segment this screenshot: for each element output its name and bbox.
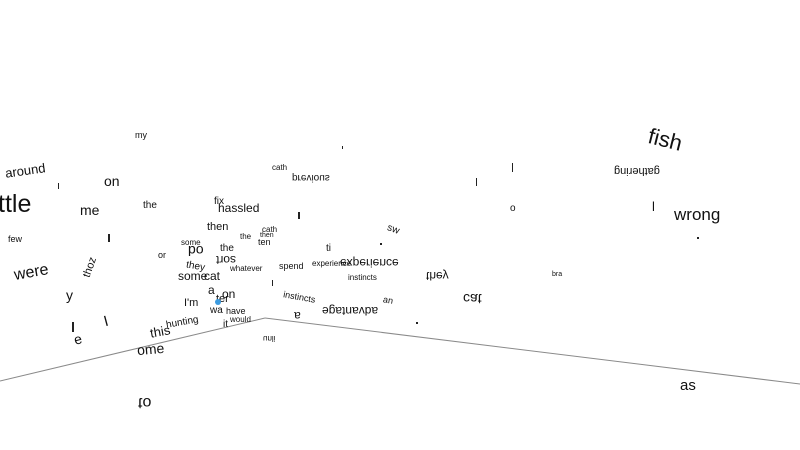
word-fast: cat <box>463 291 482 307</box>
word-bra: bra <box>552 271 563 278</box>
word-cat: cat <box>204 269 221 283</box>
tick-mark-6 <box>342 146 343 149</box>
word-cath: cath <box>272 163 288 172</box>
word-or: or <box>158 250 167 260</box>
word-the-center: the <box>220 243 234 254</box>
word-wa: wa <box>210 305 223 316</box>
cluster-word-1: some <box>181 238 201 247</box>
word-whatever: whatever <box>230 264 263 273</box>
word-spend: spend <box>279 261 304 271</box>
word-wrong: wrong <box>674 205 721 224</box>
word-to: to <box>138 394 152 411</box>
word-y: y <box>66 287 73 303</box>
tick-mark-11 <box>72 322 74 332</box>
tick-mark-5 <box>697 237 699 239</box>
cluster-word-7: instincts <box>348 273 377 282</box>
cluster-word-5: then <box>260 232 274 239</box>
word-unli: unli <box>263 334 276 343</box>
word-it: it <box>223 319 228 330</box>
word-me: me <box>80 202 100 218</box>
tick-mark-9 <box>108 234 110 242</box>
word-on: on <box>104 173 120 189</box>
word-then: then <box>207 221 229 233</box>
word-have: have <box>226 306 246 316</box>
word-ome: ome <box>136 339 165 359</box>
tick-mark-10 <box>272 280 273 286</box>
word-as: as <box>680 377 696 394</box>
word-ter: ter <box>216 293 229 305</box>
tick-mark-1 <box>512 163 513 172</box>
word-previous: previous <box>292 172 330 183</box>
word-o: o <box>510 203 516 214</box>
floor-edge-left <box>0 317 266 382</box>
word-ti: ti <box>326 243 331 254</box>
tick-mark-7 <box>298 212 300 219</box>
word-hassled: hassled <box>218 201 260 215</box>
cluster-word-4: cath <box>262 225 278 234</box>
word-ten-right: they <box>426 269 449 283</box>
word-l: l <box>652 199 655 214</box>
blue-marker <box>215 299 221 305</box>
tick-mark-2 <box>476 178 477 186</box>
word-would: would <box>230 315 251 324</box>
floor-edge-right <box>264 317 800 385</box>
word-advantage: advantage <box>322 304 379 318</box>
word-fix: fix <box>214 196 224 207</box>
word-the: the <box>143 200 157 211</box>
tick-mark-8 <box>58 183 59 189</box>
word-an: an <box>382 294 394 306</box>
tick-mark-3 <box>380 243 382 245</box>
word-on-center: on <box>222 287 236 301</box>
word-a-floor: a <box>294 309 301 323</box>
word-few: few <box>8 234 23 244</box>
word-gathering: gathering <box>614 165 660 177</box>
word-my: my <box>135 130 147 140</box>
word-some: some <box>178 269 208 283</box>
cluster-word-6: experience <box>312 259 352 268</box>
cluster-word-3: the <box>240 232 252 241</box>
cluster-word-2: ten <box>258 237 271 247</box>
word-im: I'm <box>184 297 199 309</box>
word-ttle: ttle <box>0 190 32 218</box>
tick-mark-4 <box>416 322 418 324</box>
word-a: a <box>208 283 215 297</box>
